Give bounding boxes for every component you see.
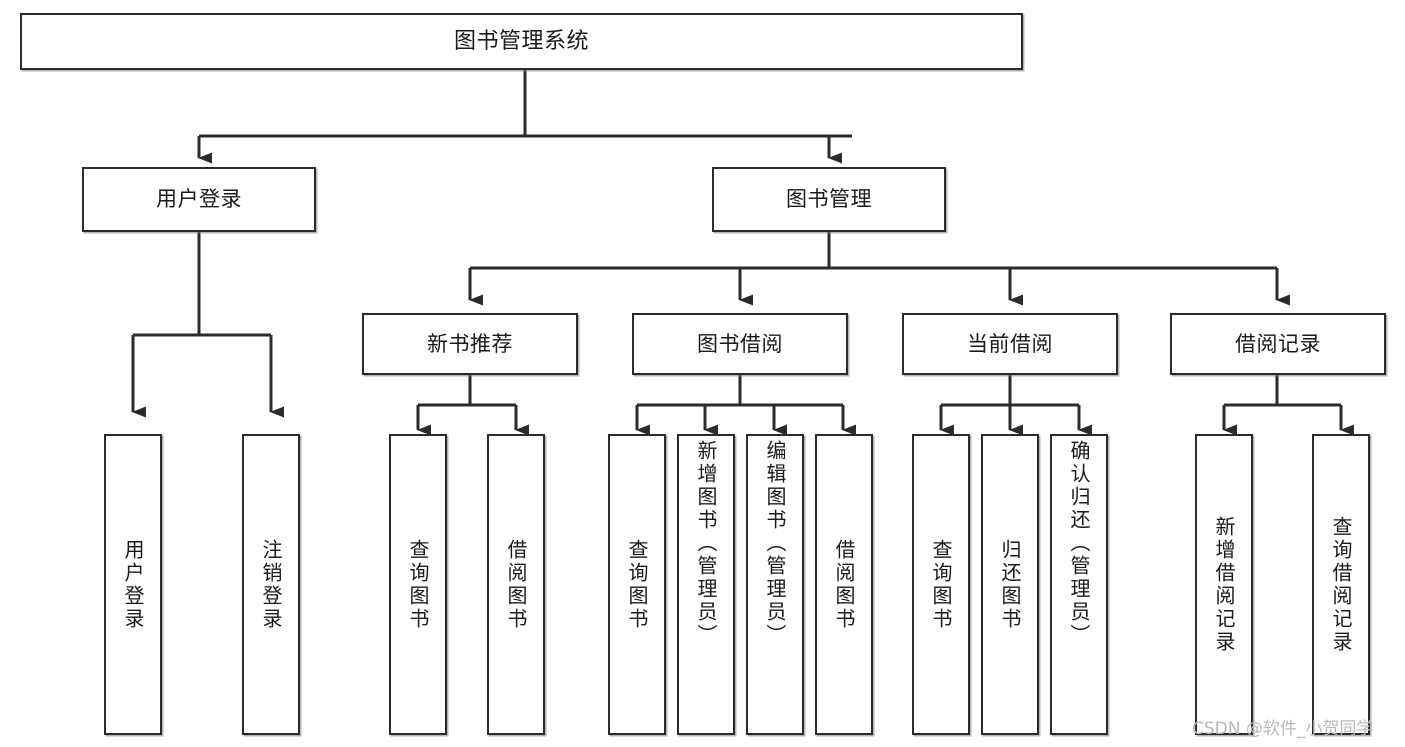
node-label: 编辑图书（管理员） [763,440,787,647]
node-root-book-management-system[interactable]: 图书管理系统 [20,13,1023,70]
leaf-current-borrow-confirm-return-admin[interactable]: 确认归还（管理员） [1050,434,1108,735]
node-label: 图书借阅 [697,331,783,356]
node-borrow-record[interactable]: 借阅记录 [1170,313,1386,375]
leaf-book-borrow-edit-book-admin[interactable]: 编辑图书（管理员） [746,434,804,735]
node-current-borrow[interactable]: 当前借阅 [902,313,1118,375]
node-label: 图书管理 [786,187,872,212]
node-label: 查询图书 [406,538,430,631]
leaf-user-login-logout[interactable]: 注销登录 [242,434,300,735]
node-label: 查询图书 [929,538,953,631]
node-book-management[interactable]: 图书管理 [712,167,946,232]
node-label: 查询借阅记录 [1329,515,1353,654]
leaf-book-borrow-query-books[interactable]: 查询图书 [608,434,666,735]
node-label: 注销登录 [259,538,283,631]
leaf-book-borrow-borrow-books[interactable]: 借阅图书 [815,434,873,735]
node-label: 借阅记录 [1235,331,1321,356]
leaf-current-borrow-return-books[interactable]: 归还图书 [981,434,1039,735]
node-label: 借阅图书 [832,538,856,631]
node-label: 用户登录 [156,187,242,212]
node-label: 当前借阅 [967,331,1053,356]
leaf-current-borrow-query-books[interactable]: 查询图书 [912,434,970,735]
node-label: 确认归还（管理员） [1067,440,1091,647]
node-label: 用户登录 [121,538,145,631]
csdn-watermark: CSDN @软件_小贺同学 [1192,719,1374,739]
node-label: 图书管理系统 [453,28,589,54]
leaf-borrow-record-query-record[interactable]: 查询借阅记录 [1312,434,1370,735]
node-label: 新增图书（管理员） [694,440,718,647]
leaf-user-login-login[interactable]: 用户登录 [104,434,162,735]
node-new-book-recommend[interactable]: 新书推荐 [362,313,578,375]
node-book-borrow[interactable]: 图书借阅 [632,313,848,375]
leaf-book-borrow-add-book-admin[interactable]: 新增图书（管理员） [677,434,735,735]
node-user-login[interactable]: 用户登录 [82,167,316,232]
leaf-new-book-borrow-books[interactable]: 借阅图书 [487,434,545,735]
node-label: 新书推荐 [427,331,513,356]
node-label: 新增借阅记录 [1212,515,1236,654]
leaf-borrow-record-add-record[interactable]: 新增借阅记录 [1195,434,1253,735]
node-label: 借阅图书 [504,538,528,631]
leaf-new-book-query-books[interactable]: 查询图书 [389,434,447,735]
node-label: 归还图书 [998,538,1022,631]
node-label: 查询图书 [625,538,649,631]
